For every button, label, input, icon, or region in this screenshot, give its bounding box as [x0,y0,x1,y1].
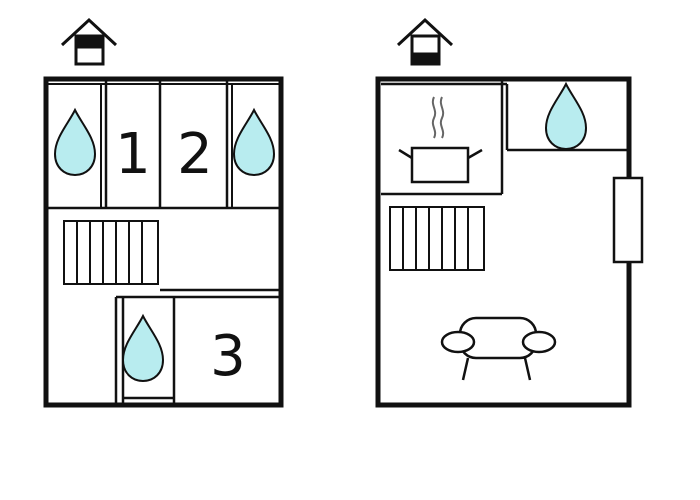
ground-floor-plan: 1 2 3 [43,17,284,408]
ground-floor-top-partitions [46,79,281,210]
house-level-indicator-icon [396,17,454,66]
house-level-indicator-icon [60,17,118,66]
ground-floor-lower-partitions [114,288,281,405]
upper-floor-partitions [381,79,627,196]
kitchen-pot-icon [398,96,483,184]
room-number-3: 3 [210,324,246,389]
bathroom-water-drop-icon [544,81,588,151]
window-door-icon [612,176,644,264]
staircase-icon [63,220,159,285]
staircase-icon [389,206,485,271]
sofa-icon [440,316,557,381]
ground-floor-top-inner-lines [47,83,280,208]
bathroom-water-drop-icon [121,313,165,383]
upper-floor-plan [375,17,644,408]
bathroom-water-drop-icon [232,107,276,177]
room-number-1: 1 [115,122,151,187]
ground-floor-outer-walls [43,76,284,408]
bathroom-water-drop-icon [53,107,97,177]
room-number-2: 2 [177,122,213,187]
